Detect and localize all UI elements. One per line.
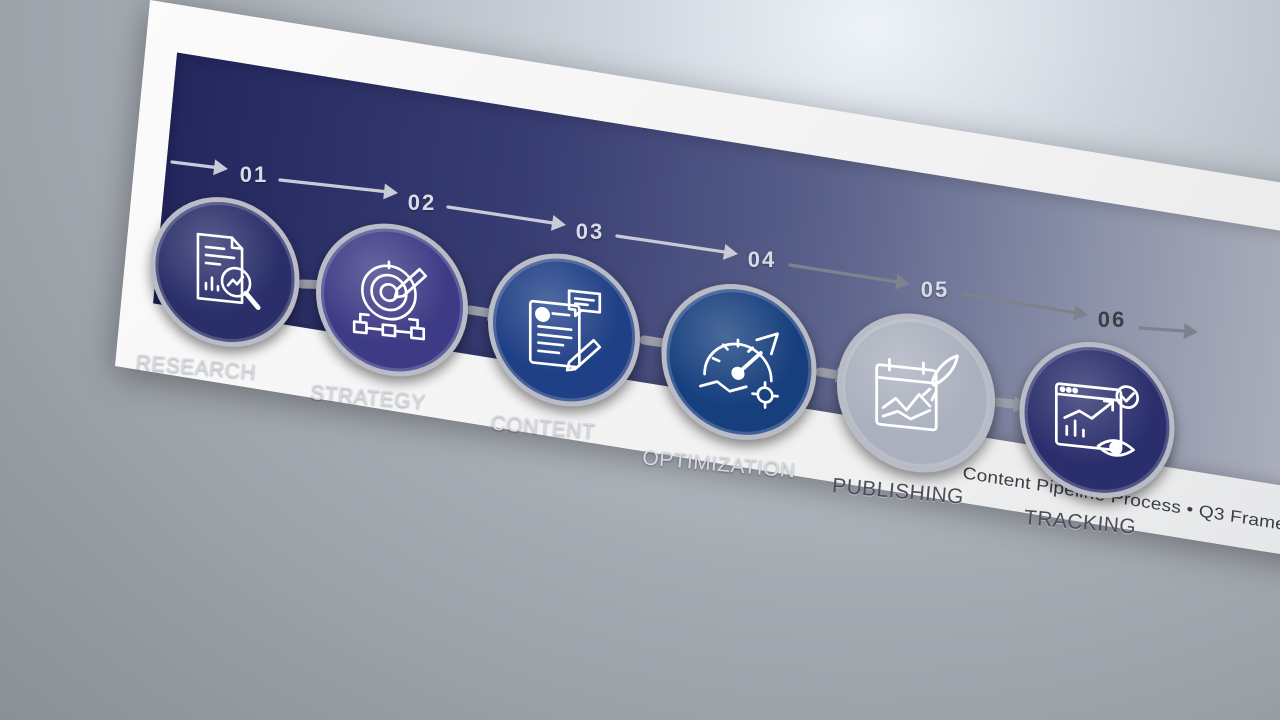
step-4-number: 04 — [747, 247, 777, 272]
step-1-number: 01 — [239, 162, 269, 187]
step-3-number: 03 — [575, 219, 605, 244]
content-document-chat-icon — [528, 285, 602, 375]
step-2-number: 02 — [407, 190, 437, 215]
step-6-number: 06 — [1097, 307, 1127, 332]
tracking-dashboard-eye-icon — [1054, 377, 1140, 460]
optimization-gauge-gear-icon — [698, 323, 780, 411]
strategy-target-pencil-icon — [352, 256, 428, 341]
step-5-number: 05 — [920, 277, 950, 302]
publishing-calendar-rocket-icon — [875, 346, 959, 434]
research-document-magnifier-icon — [180, 222, 270, 322]
